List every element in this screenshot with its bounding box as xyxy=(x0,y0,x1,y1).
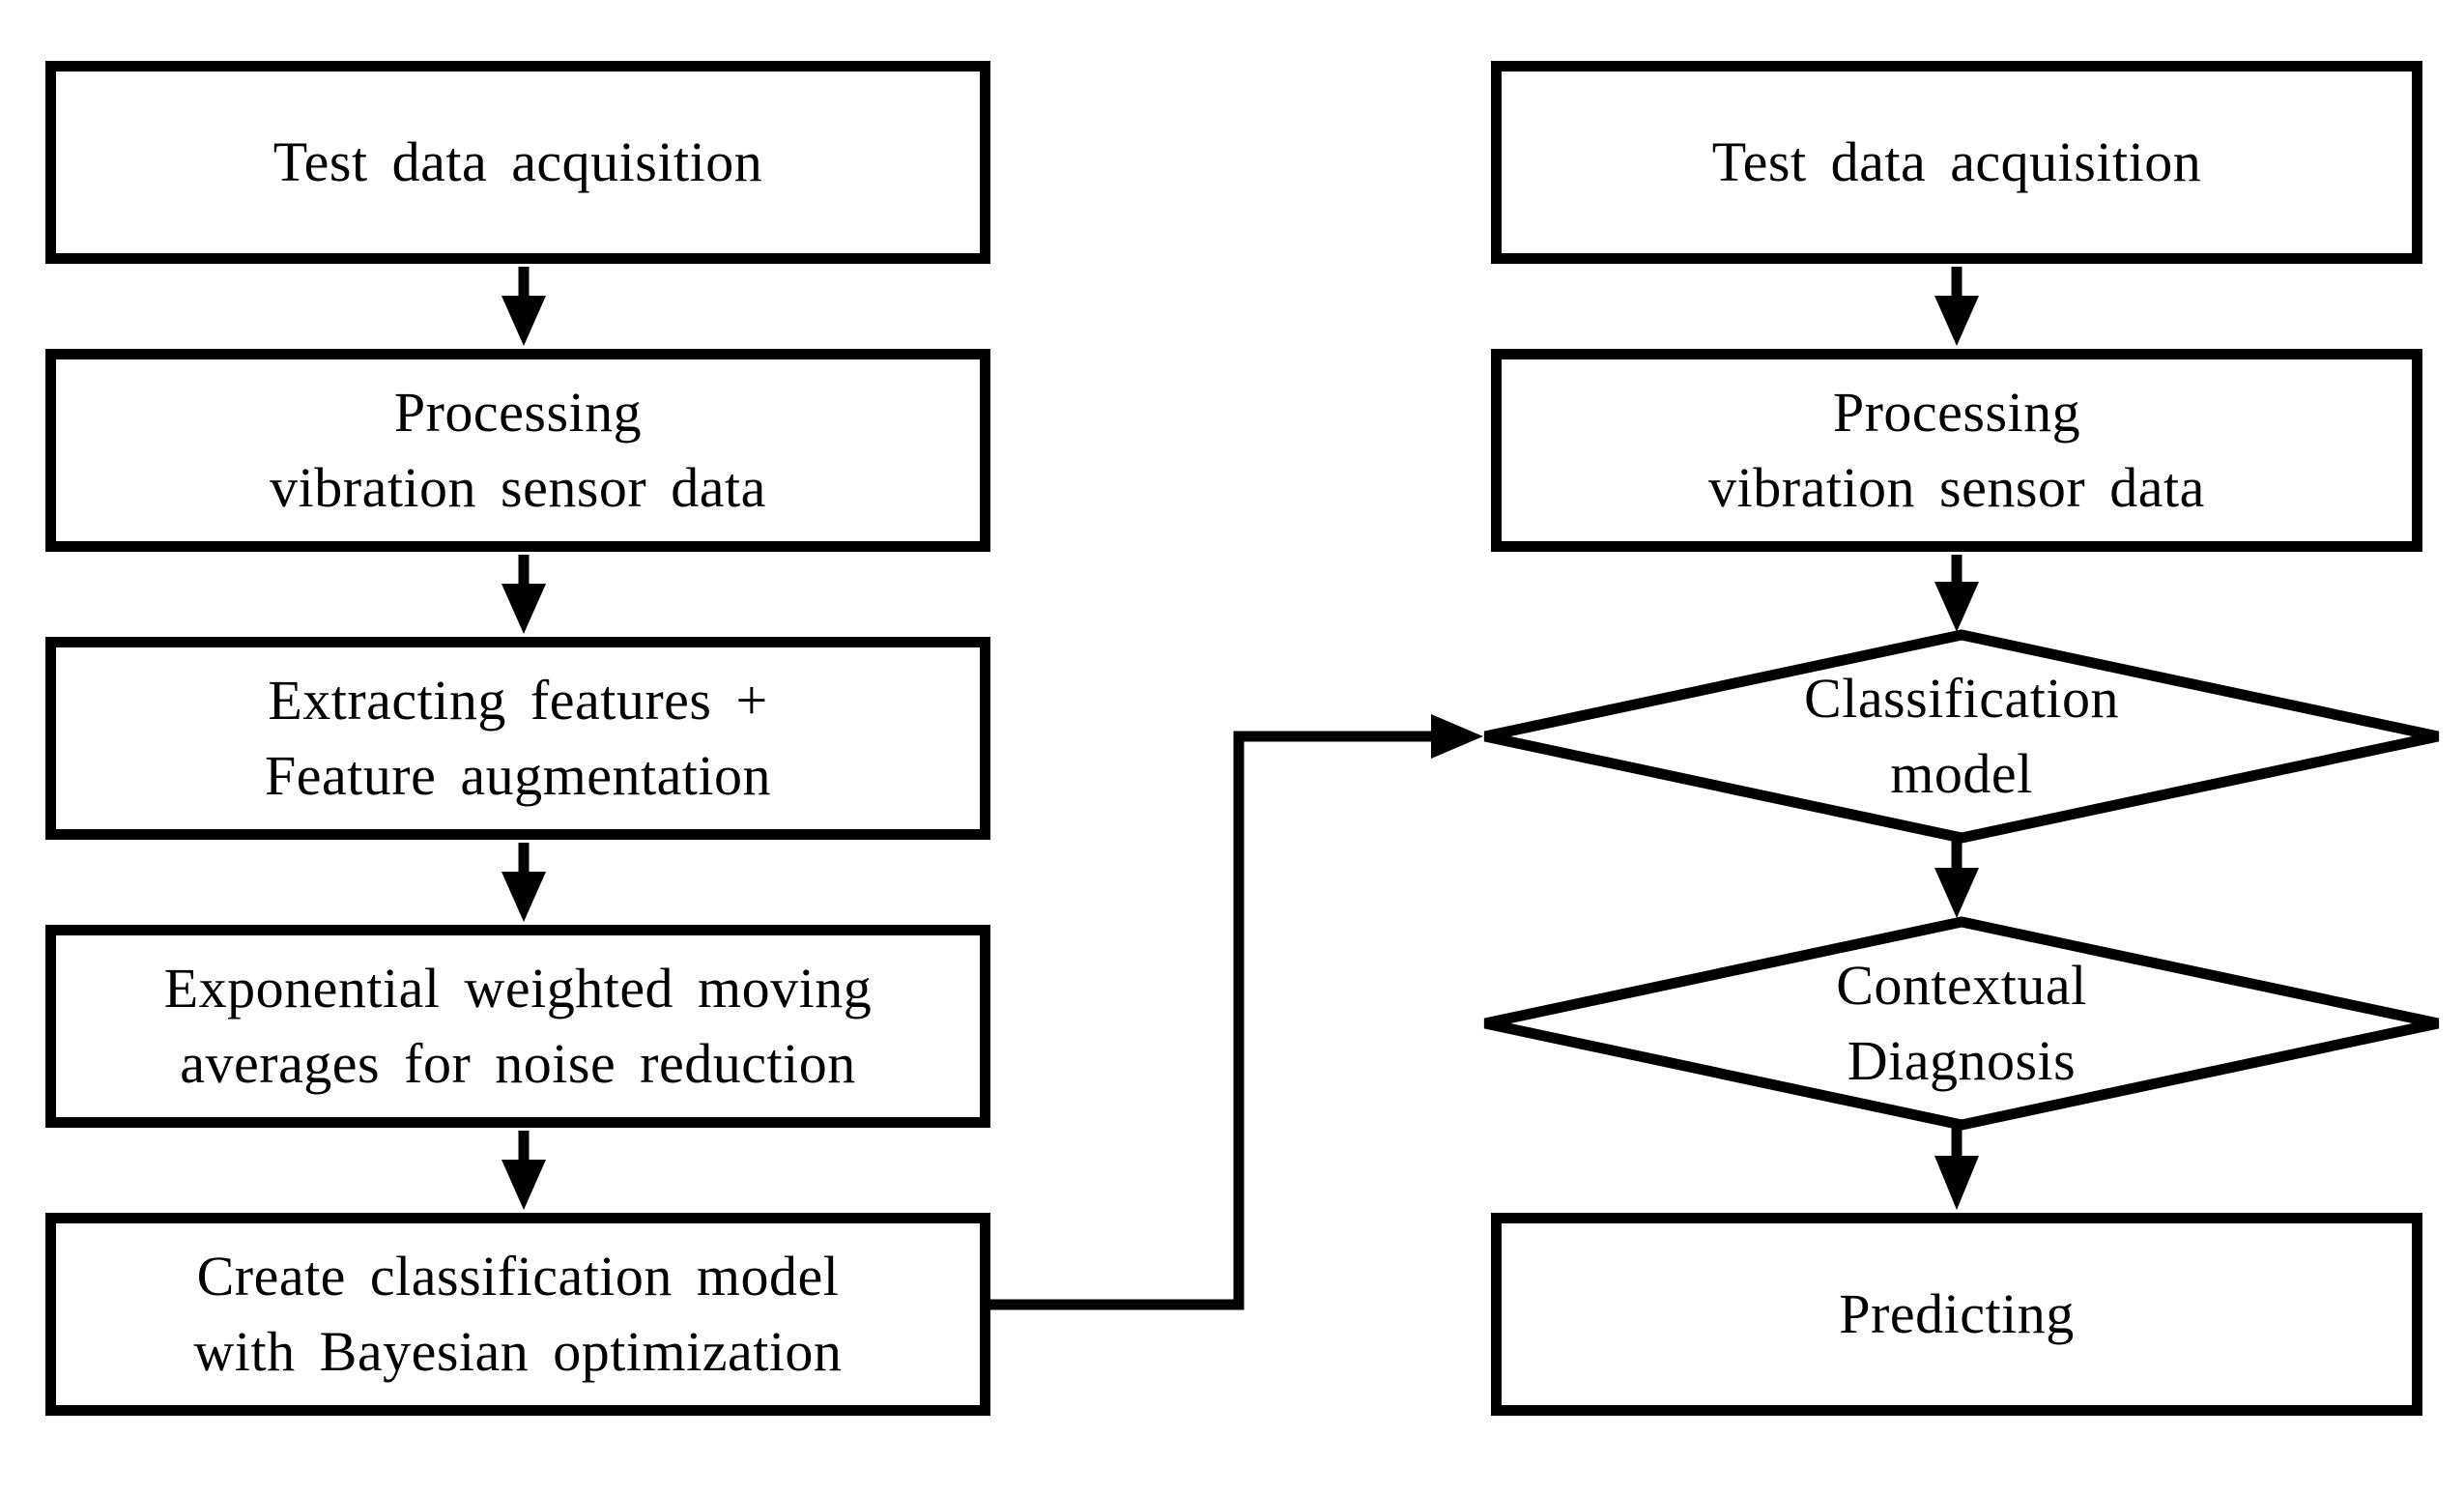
arrowhead-down-icon xyxy=(501,1160,546,1210)
edge-r2-r3 xyxy=(1934,555,1979,632)
arrowhead-down-icon xyxy=(1934,868,1979,918)
arrowhead-down-icon xyxy=(1934,296,1979,346)
arrowhead-down-icon xyxy=(1934,582,1979,632)
arrowhead-down-icon xyxy=(501,296,546,346)
node-processing-vibration-sensor-data-left: Processing vibration sensor data xyxy=(45,349,990,552)
node-test-data-acquisition-right: Test data acquisition xyxy=(1491,61,2422,264)
node-extracting-features-augmentation: Extracting features + Feature augmentati… xyxy=(45,637,990,840)
node-exponential-weighted-moving-averages: Exponential weighted moving averages for… xyxy=(45,925,990,1128)
edge-l4-l5 xyxy=(501,1131,546,1210)
edge-l5-r3 xyxy=(986,714,1483,1310)
diamond-contextual-diagnosis xyxy=(1483,916,2440,1131)
edge-r3-r4 xyxy=(1934,839,1979,918)
node-processing-vibration-sensor-data-right: Processing vibration sensor data xyxy=(1491,349,2422,552)
edge-r4-r5 xyxy=(1934,1126,1979,1210)
edge-l2-l3 xyxy=(501,555,546,634)
diamond-classification-model xyxy=(1483,629,2440,844)
arrowhead-right-icon xyxy=(1431,714,1483,759)
edge-l3-l4 xyxy=(501,843,546,922)
node-predicting: Predicting xyxy=(1491,1213,2422,1416)
node-create-classification-model: Create classification model with Bayesia… xyxy=(45,1213,990,1416)
arrowhead-down-icon xyxy=(1934,1156,1979,1210)
edge-l1-l2 xyxy=(501,267,546,346)
arrowhead-down-icon xyxy=(501,584,546,634)
edge-r1-r2 xyxy=(1934,267,1979,346)
arrowhead-down-icon xyxy=(501,872,546,922)
node-test-data-acquisition-left: Test data acquisition xyxy=(45,61,990,264)
